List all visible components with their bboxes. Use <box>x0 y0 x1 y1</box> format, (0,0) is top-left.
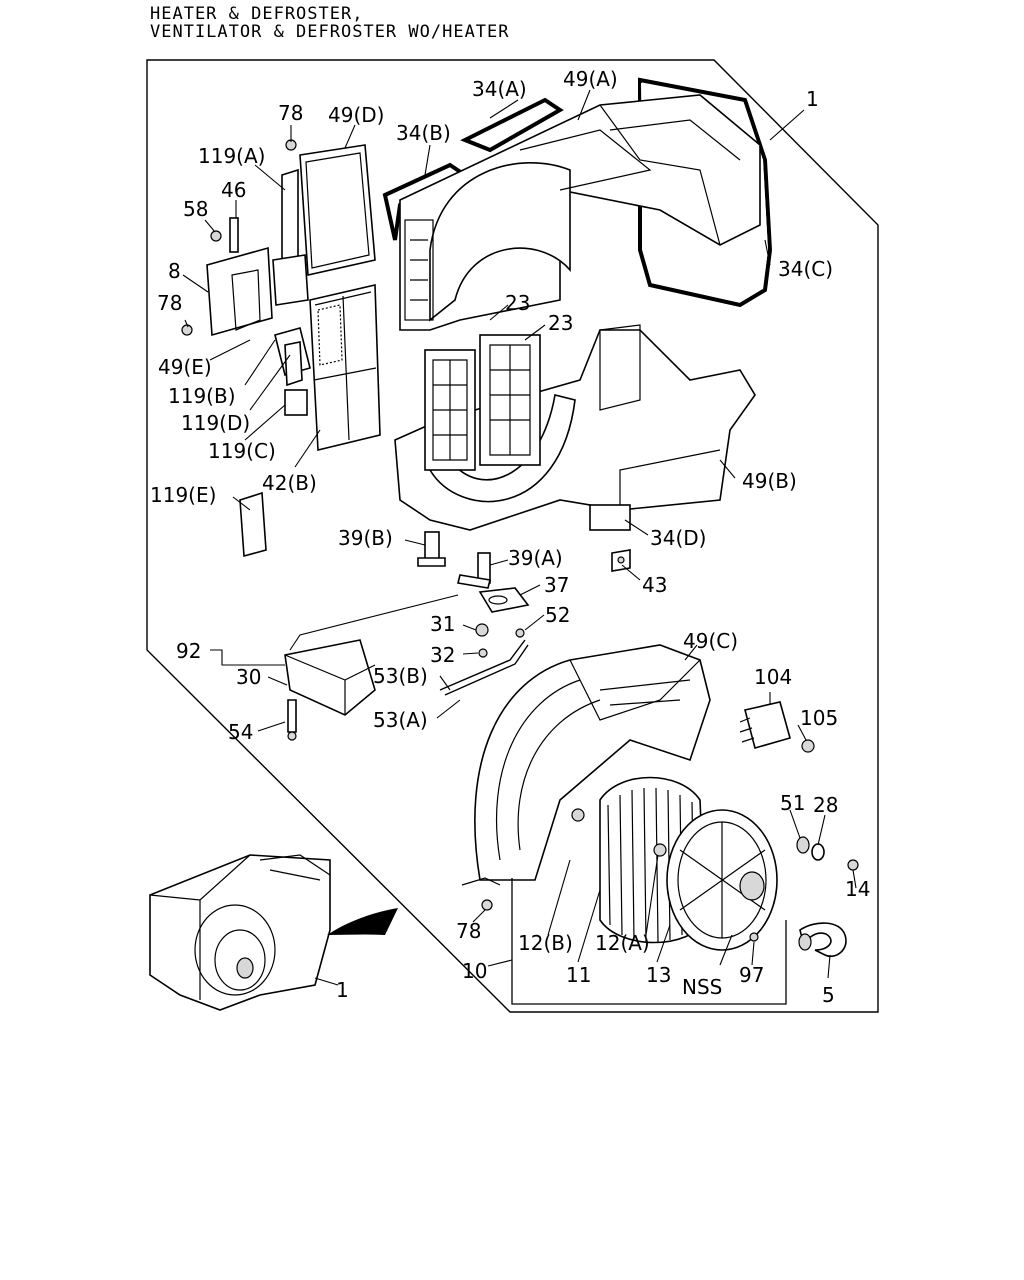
screw-14 <box>847 859 859 871</box>
callout-119b: 119(B) <box>168 384 236 408</box>
assembled-unit <box>149 854 331 1011</box>
screw-97 <box>749 932 759 942</box>
callout-42b: 42(B) <box>262 471 317 495</box>
callout-119a: 119(A) <box>198 144 265 168</box>
callout-51: 51 <box>780 791 805 815</box>
callout-37: 37 <box>544 573 569 597</box>
callout-104: 104 <box>754 665 792 689</box>
clip-46 <box>229 217 239 253</box>
callout-12b: 12(B) <box>518 931 573 955</box>
bracket-8 <box>206 246 273 337</box>
callout-12a: 12(A) <box>595 931 650 955</box>
blower-housing-49c <box>474 644 711 881</box>
upper-case-scroll <box>429 162 571 322</box>
callout-23-a: 23 <box>505 291 530 315</box>
screw-32 <box>478 648 488 658</box>
rod-53b <box>439 639 529 696</box>
callout-49e: 49(E) <box>158 355 212 379</box>
diagram-title-line-2: VENTILATOR & DEFROSTER WO/HEATER <box>150 22 510 42</box>
callout-49d: 49(D) <box>328 103 384 127</box>
assembled-view <box>149 854 398 1011</box>
callout-97: 97 <box>739 963 764 987</box>
direction-arrow <box>327 908 398 935</box>
callout-labels: 1 34(A) 49(A) 78 49(D) 34(B) 119(A) 46 5… <box>150 67 870 1007</box>
callout-53a: 53(A) <box>373 708 428 732</box>
gasket-34c <box>638 77 773 308</box>
lower-case-scroll <box>428 394 576 503</box>
callout-34b: 34(B) <box>396 121 451 145</box>
blower-assembly <box>461 644 859 1005</box>
washer-28 <box>811 843 825 861</box>
screw-78-left <box>181 324 193 336</box>
callout-49c: 49(C) <box>683 629 738 653</box>
clip-52 <box>515 628 525 638</box>
callout-11: 11 <box>566 963 591 987</box>
callout-119e: 119(E) <box>150 483 216 507</box>
callout-1-top: 1 <box>806 87 819 111</box>
filter-parts <box>181 139 381 558</box>
upper-case-body <box>399 94 761 331</box>
callout-92: 92 <box>176 639 201 663</box>
callout-30: 30 <box>236 665 261 689</box>
actuator-30 <box>284 639 376 716</box>
link-37 <box>478 587 530 613</box>
callout-1-bottom: 1 <box>336 978 349 1002</box>
hose-5 <box>799 922 847 957</box>
callout-34a: 34(A) <box>472 77 527 101</box>
foam-34d <box>589 504 631 531</box>
motor-hub <box>739 871 765 901</box>
washer-31 <box>475 623 489 637</box>
diagram-title-line-1: HEATER & DEFROSTER, <box>150 4 364 24</box>
upper-case-grille <box>404 219 434 321</box>
leader-lines <box>182 89 857 986</box>
callout-49b: 49(B) <box>742 469 797 493</box>
callout-34d: 34(D) <box>650 526 706 550</box>
callout-52: 52 <box>545 603 570 627</box>
callout-nss: NSS <box>682 975 722 999</box>
callout-43: 43 <box>642 573 667 597</box>
lever-39b <box>424 531 440 561</box>
upper-case-assembly <box>382 77 773 331</box>
screw-58 <box>210 230 222 242</box>
callout-46: 46 <box>221 178 246 202</box>
screw-105 <box>801 739 815 753</box>
callout-78-bottom: 78 <box>456 919 481 943</box>
callout-105: 105 <box>800 706 838 730</box>
pad-119e <box>239 491 267 558</box>
callout-34c: 34(C) <box>778 257 833 281</box>
callout-39b: 39(B) <box>338 526 393 550</box>
linkage-parts <box>284 531 631 741</box>
washer-51 <box>796 836 810 854</box>
screw-54 <box>287 699 297 733</box>
callout-53b: 53(B) <box>373 664 428 688</box>
pad-119d <box>284 341 303 387</box>
diagram-frame <box>146 59 879 1013</box>
callout-54: 54 <box>228 720 253 744</box>
callout-78-mid: 78 <box>157 291 182 315</box>
callout-58: 58 <box>183 197 208 221</box>
gasket-34a <box>460 97 564 153</box>
screw-78-bottom <box>481 899 493 911</box>
callout-119d: 119(D) <box>181 411 250 435</box>
callout-78-top: 78 <box>278 101 303 125</box>
callout-32: 32 <box>430 643 455 667</box>
callout-13: 13 <box>646 963 671 987</box>
callout-8: 8 <box>168 259 181 283</box>
filter-element-42b <box>309 284 381 452</box>
callout-23-b: 23 <box>548 311 573 335</box>
callout-31: 31 <box>430 612 455 636</box>
resistor-104 <box>744 701 791 749</box>
motor-box-frame-10 <box>511 878 787 1005</box>
pad-119c <box>284 389 308 416</box>
callout-14: 14 <box>845 877 870 901</box>
lower-case-assembly <box>394 324 756 531</box>
callout-119c: 119(C) <box>208 439 276 463</box>
callout-5: 5 <box>822 983 835 1007</box>
callout-39a: 39(A) <box>508 546 563 570</box>
filter-cover-49d <box>299 144 376 276</box>
callout-28: 28 <box>813 793 838 817</box>
callout-10: 10 <box>462 959 487 983</box>
callout-49a: 49(A) <box>563 67 618 91</box>
